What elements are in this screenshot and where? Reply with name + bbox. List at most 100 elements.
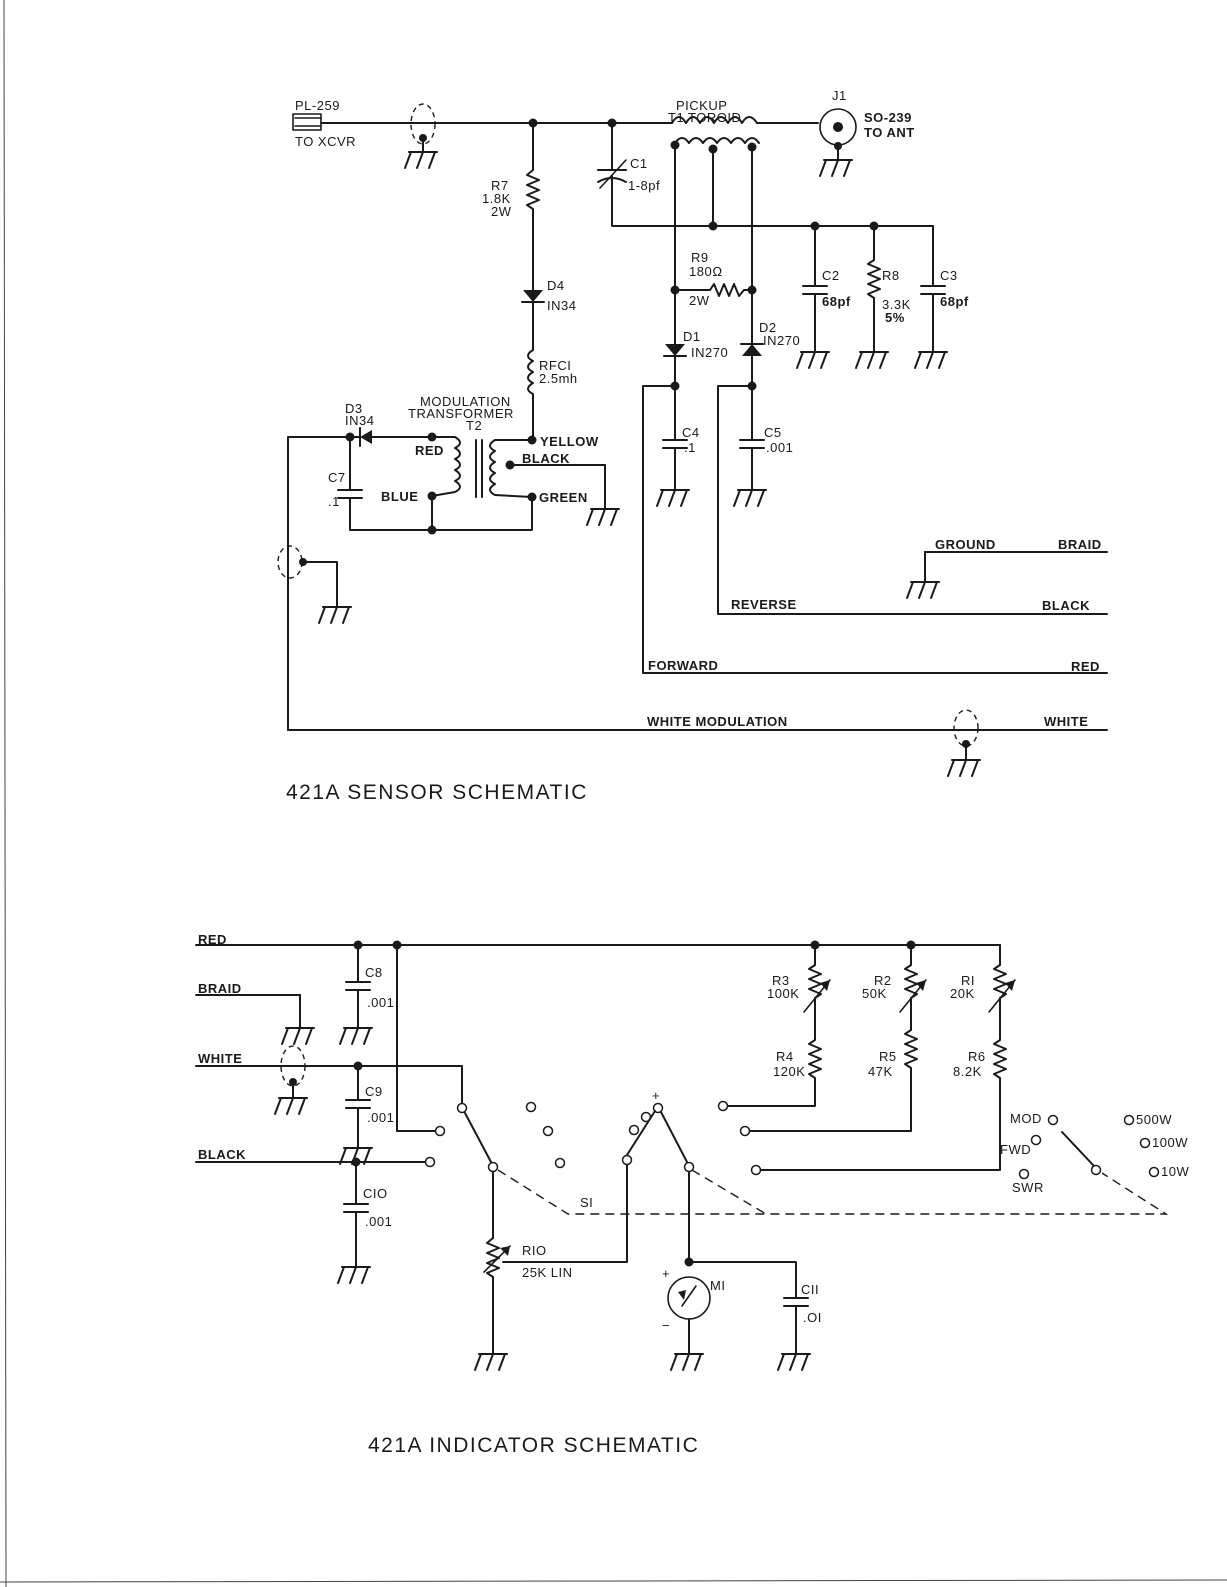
r9-watt: 2W (689, 293, 710, 308)
coax-shield (410, 103, 436, 145)
r7-value: 1.8K (482, 191, 511, 206)
r9-label: R9 (691, 250, 709, 265)
mod-position-label: MOD (1010, 1111, 1042, 1126)
c9-value: .001 (367, 1110, 394, 1125)
mode-switch-terminal (1018, 1168, 1030, 1180)
d2-value: IN270 (763, 333, 800, 348)
r2-value: 50K (862, 986, 887, 1001)
s1-terminal (542, 1125, 554, 1137)
c1-value: 1-8pf (628, 178, 660, 193)
r10-label: RIO (522, 1243, 547, 1258)
s1-terminal (554, 1157, 566, 1169)
white-wire-label: WHITE (1044, 714, 1088, 729)
yellow-lead-label: YELLOW (540, 434, 599, 449)
s1-terminal (739, 1125, 751, 1137)
r3-label: R3 (772, 973, 790, 988)
mod-xfmr-label-2: TRANSFORMER (408, 406, 514, 421)
s1-wiper (487, 1161, 499, 1173)
c11-label: CII (801, 1282, 819, 1297)
to-xcvr-label: TO XCVR (295, 134, 356, 149)
rfc1-value: 2.5mh (539, 371, 578, 386)
c2-label: C2 (822, 268, 840, 283)
black-input-label: BLACK (198, 1147, 246, 1162)
green-lead-label: GREEN (539, 490, 588, 505)
d1-label: D1 (683, 329, 701, 344)
s1-terminal (628, 1124, 640, 1136)
t1-label: T1 TOROID (668, 110, 741, 125)
j1-label: J1 (832, 88, 847, 103)
so239-label: SO-239 (864, 110, 912, 125)
scan-edge-bottom (0, 1579, 1227, 1583)
r1-label: RI (961, 973, 975, 988)
r4-value: 120K (773, 1064, 805, 1079)
r7-watt: 2W (491, 204, 512, 219)
s1-terminal (750, 1164, 762, 1176)
c11-value: .OI (803, 1310, 822, 1325)
r5-value: 47K (868, 1064, 893, 1079)
s1-terminal (434, 1125, 446, 1137)
d3-label: D3 (345, 401, 363, 416)
r6-value: 8.2K (953, 1064, 982, 1079)
indicator-title: 421A INDICATOR SCHEMATIC (368, 1434, 699, 1457)
r9-value: 180Ω (689, 264, 723, 279)
c5-label: C5 (764, 425, 782, 440)
r10-value: 25K LIN (522, 1265, 572, 1280)
swr-position-label: SWR (1012, 1180, 1044, 1195)
indicator-schematic: RED C8 .001 BRAID WHITE C9 .001 BLACK CI… (195, 932, 1189, 1457)
meter-minus: − (662, 1318, 670, 1333)
c7-value: .1 (328, 494, 340, 509)
sensor-title: 421A SENSOR SCHEMATIC (286, 781, 588, 804)
blue-lead-label: BLUE (381, 489, 418, 504)
scan-edge-left (3, 0, 7, 1587)
c2-value: 68pf (822, 294, 851, 309)
mode-switch-terminal (1030, 1134, 1042, 1146)
range-10w-label: 10W (1161, 1164, 1189, 1179)
s1-terminal (621, 1154, 633, 1166)
c3-label: C3 (940, 268, 958, 283)
c10-value: .001 (365, 1214, 392, 1229)
meter-m1 (667, 1276, 711, 1320)
black-wire-label: BLACK (1042, 598, 1090, 613)
d2-label: D2 (759, 320, 777, 335)
red-input-label: RED (198, 932, 227, 947)
d4-value: IN34 (547, 298, 576, 313)
s1-terminal (717, 1100, 729, 1112)
rfc1-label: RFCI (539, 358, 571, 373)
c4-value: .1 (684, 440, 696, 455)
red-wire-label: RED (1071, 659, 1100, 674)
s1-terminal (456, 1102, 468, 1114)
range-switch-terminal (1123, 1114, 1135, 1126)
t1-toroid: PICKUP T1 TOROID (668, 98, 760, 154)
r8-label: R8 (882, 268, 900, 283)
r7-label: R7 (491, 178, 509, 193)
range-switch-terminal (1139, 1137, 1151, 1149)
range-100w-label: 100W (1152, 1135, 1188, 1150)
r8-value: 3.3K (882, 297, 911, 312)
c8-label: C8 (365, 965, 383, 980)
white-input-label: WHITE (198, 1051, 242, 1066)
s1-label: SI (580, 1195, 593, 1210)
sensor-schematic: PL-259 TO XCVR J1 SO-239 TO ANT PICKUP T… (277, 88, 1108, 804)
t2-label: T2 (466, 418, 482, 433)
to-ant-label: TO ANT (864, 125, 915, 140)
r1-value: 20K (950, 986, 975, 1001)
c9-label: C9 (365, 1084, 383, 1099)
mode-switch-terminal (1047, 1114, 1059, 1126)
c8-value: .001 (367, 995, 394, 1010)
fwd-position-label: FWD (1000, 1142, 1031, 1157)
range-500w-label: 500W (1136, 1112, 1172, 1127)
r2-label: R2 (874, 973, 892, 988)
d3-value: IN34 (345, 413, 374, 428)
d4-label: D4 (547, 278, 565, 293)
r4-label: R4 (776, 1049, 794, 1064)
c3-value: 68pf (940, 294, 969, 309)
braid-input-label: BRAID (198, 981, 242, 996)
plus-arrow: + (652, 1088, 660, 1103)
d1-value: IN270 (691, 345, 728, 360)
c4-label: C4 (682, 425, 700, 440)
s1-terminal (424, 1156, 436, 1168)
ground-label: GROUND (935, 537, 996, 552)
meter-plus: + (662, 1266, 670, 1281)
braid-label: BRAID (1058, 537, 1102, 552)
